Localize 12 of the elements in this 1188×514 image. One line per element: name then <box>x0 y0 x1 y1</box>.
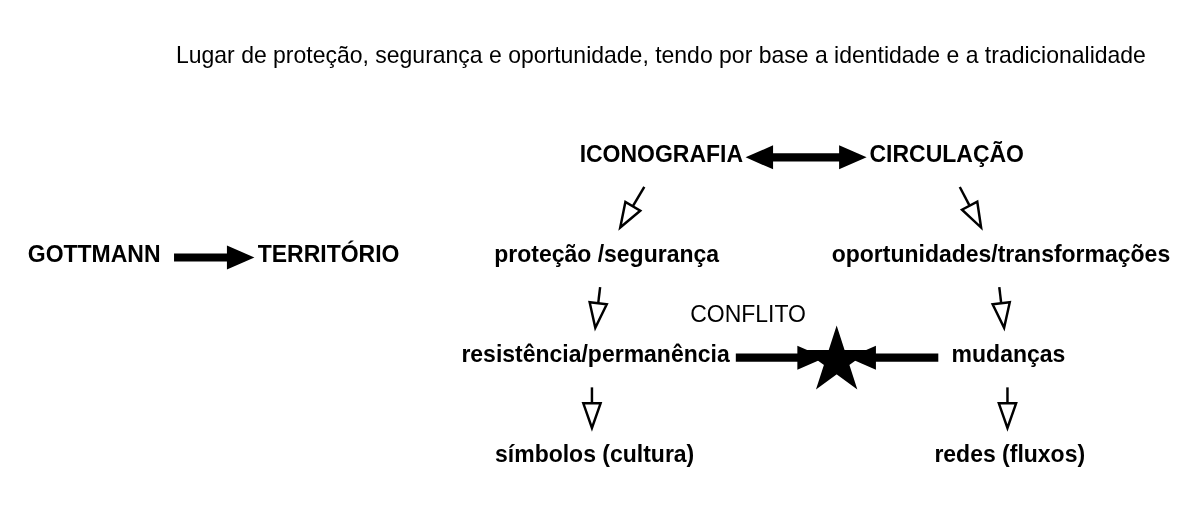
node-text: mudanças <box>951 340 1066 367</box>
label: Lugar de proteção, segurança e oportunidade, tendo por base a identidade e a tradicionalidade <box>175 41 1146 68</box>
node-text: CIRCULAÇÃO <box>869 140 1025 167</box>
node-text: GOTTMANN <box>27 240 161 267</box>
node-text: resistência/permanência <box>461 340 730 367</box>
node-text: redes (fluxos) <box>934 440 1086 467</box>
node-text: proteção /segurança <box>494 240 720 267</box>
node-text: oportunidades/transformações <box>831 240 1171 267</box>
node-label: CONFLITO <box>690 300 806 327</box>
node-text: ICONOGRAFIA <box>579 140 744 167</box>
node-text: TERRITÓRIO <box>257 240 400 267</box>
node-text: símbolos (cultura) <box>495 440 695 467</box>
